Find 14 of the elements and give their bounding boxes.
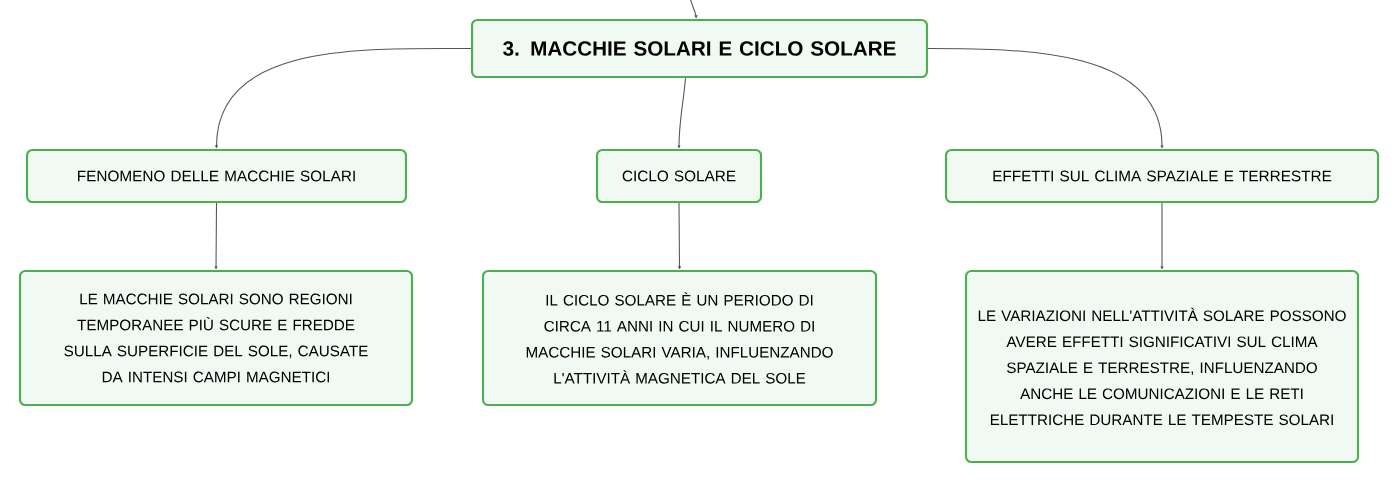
arrow (927, 47, 1164, 149)
arrow (689, 0, 698, 19)
arrow (214, 202, 218, 270)
description-box: LE VARIAZIONI NELL'ATTIVITÀ SOLARE POSSONO AVERE EFFETTI SIGNIFICATIVI SUL CLIMA SPAZIALE E TERRESTRE, INFLUENZANDO ANCHE LE COMUNICAZIONI E LE RETI ELETTRICHE DURANTE LE TEMPESTE SOLARI (964, 269, 1360, 464)
arrow (677, 77, 687, 149)
description-box: IL CICLO SOLARE È UN PERIODO DI CIRCA 11 ANNI IN CUI IL NUMERO DI MACCHIE SOLARI VARIA, INFLUENZANDO L'ATTIVITÀ MAGNETICA DEL SOLE (481, 269, 878, 407)
subtopic-box: CICLO SOLARE (595, 148, 763, 204)
arrow (678, 202, 681, 270)
subtopic-box: EFFETTI SUL CLIMA SPAZIALE E TERRESTRE (944, 148, 1380, 204)
topic-box: 3. MACCHIE SOLARI E CICLO SOLARE (470, 18, 929, 79)
description-box: LE MACCHIE SOLARI SONO REGIONI TEMPORANEE PIÙ SCURE E FREDDE SULLA SUPERFICIE DEL SOLE, CAUSATE DA INTENSI CAMPI MAGNETICI (18, 269, 414, 407)
arrow (1160, 202, 1164, 270)
arrow (215, 47, 472, 149)
subtopic-box: FENOMENO DELLE MACCHIE SOLARI (25, 148, 408, 204)
